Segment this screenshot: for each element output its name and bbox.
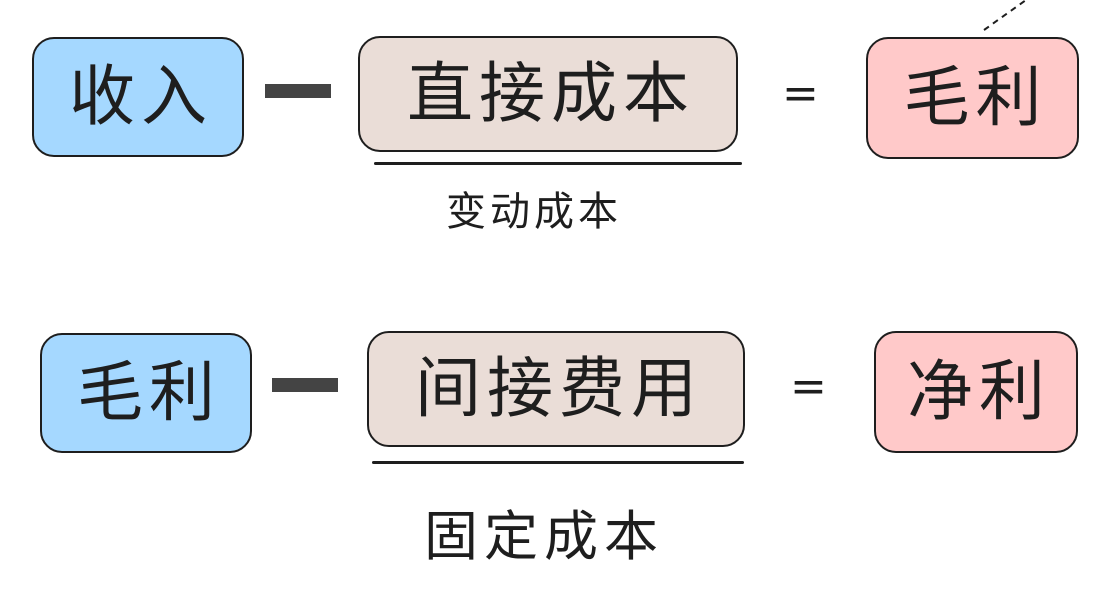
equals-sign-row1: = xyxy=(782,68,819,119)
minus-sign-row2 xyxy=(272,378,338,392)
indirect-expense-box: 间接费用 xyxy=(367,331,745,447)
direct-cost-underline xyxy=(374,162,742,165)
indirect-expense-underline xyxy=(372,461,744,464)
indirect-expense-label: 间接费用 xyxy=(415,350,703,427)
gross-profit-label: 毛利 xyxy=(903,59,1048,136)
revenue-label: 收入 xyxy=(69,58,213,135)
gross-profit-input-label: 毛利 xyxy=(77,354,221,431)
revenue-box: 收入 xyxy=(32,37,244,157)
equals-sign-row2: = xyxy=(790,361,827,412)
minus-sign-row1 xyxy=(265,84,331,98)
gross-profit-input-box: 毛利 xyxy=(40,333,252,453)
fixed-cost-label: 固定成本 xyxy=(424,505,664,568)
variable-cost-label: 变动成本 xyxy=(446,189,622,235)
net-profit-box: 净利 xyxy=(874,331,1078,453)
direct-cost-box: 直接成本 xyxy=(358,36,738,152)
net-profit-label: 净利 xyxy=(907,353,1051,430)
gross-profit-box: 毛利 xyxy=(866,37,1079,159)
direct-cost-label: 直接成本 xyxy=(407,55,695,132)
dashed-connector xyxy=(983,0,1027,31)
